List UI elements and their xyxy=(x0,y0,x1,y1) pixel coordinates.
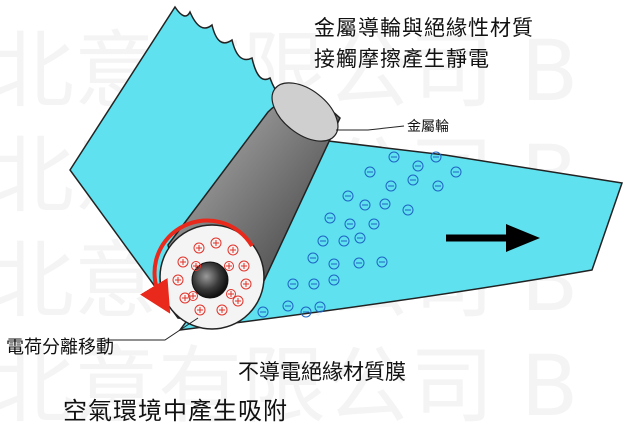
film-label: 不導電絕緣材質膜 xyxy=(238,360,406,384)
negative-charge-icon xyxy=(368,218,380,230)
negative-charge-icon xyxy=(432,180,444,192)
negative-charge-icon xyxy=(300,306,312,318)
positive-charge-icon xyxy=(216,304,228,316)
positive-charge-icon xyxy=(210,237,222,249)
positive-charge-icon xyxy=(224,261,234,271)
positive-charge-icon xyxy=(240,278,252,290)
negative-charge-icon xyxy=(376,256,388,268)
positive-charge-icon xyxy=(172,274,184,286)
positive-charge-icon xyxy=(238,260,250,272)
positive-charges xyxy=(172,237,252,316)
title-line-2: 接觸摩擦產生靜電 xyxy=(314,47,490,71)
negative-charge-icon xyxy=(364,166,376,178)
title-line-1: 金屬導輪與絕緣性材質 xyxy=(314,16,534,40)
metal-roller-far-end xyxy=(271,82,339,142)
negative-charge-icon xyxy=(344,218,356,230)
negative-charge-icon xyxy=(402,204,414,216)
negative-charge-icon xyxy=(317,235,329,247)
negative-charge-icon xyxy=(324,212,336,224)
negative-charge-icon xyxy=(407,174,419,186)
positive-charge-icon xyxy=(232,295,244,307)
negative-charge-icon xyxy=(450,166,462,178)
positive-charge-icon xyxy=(227,244,239,256)
film-rising-sheet xyxy=(69,5,290,321)
negative-charge-icon xyxy=(308,278,320,290)
negative-charge-icon xyxy=(328,258,340,270)
negative-charge-icon xyxy=(307,252,319,264)
negative-charge-icon xyxy=(379,198,391,210)
negative-charge-icon xyxy=(282,300,294,312)
separation-leader-line xyxy=(104,317,199,341)
negative-charge-icon xyxy=(412,160,424,172)
negative-charge-icon xyxy=(342,190,354,202)
negative-charge-icon xyxy=(287,278,299,290)
negative-charge-icon xyxy=(385,180,397,192)
metal-roller-hub xyxy=(191,261,229,299)
charge-separation-label: 電荷分離移動 xyxy=(6,337,114,358)
negative-charges xyxy=(257,151,462,318)
positive-charge-icon xyxy=(193,242,205,254)
positive-charge-icon xyxy=(194,304,206,316)
positive-charge-icon xyxy=(177,256,189,268)
negative-charge-icon xyxy=(359,199,371,211)
negative-charge-icon xyxy=(338,235,350,247)
negative-charge-icon xyxy=(314,301,326,313)
svg-text:北意有限公司 B: 北意有限公司 B xyxy=(0,337,578,432)
positive-charge-icon xyxy=(226,289,236,299)
negative-charge-icon xyxy=(328,274,340,286)
negative-charge-icon xyxy=(354,232,366,244)
negative-charge-icon xyxy=(388,151,400,163)
positive-charge-icon xyxy=(188,291,198,301)
roller-leader-line xyxy=(336,125,405,131)
direction-arrow-icon xyxy=(446,224,540,252)
rotation-arrow-icon xyxy=(140,218,254,314)
air-adsorption-label: 空氣環境中產生吸附 xyxy=(63,397,288,425)
positive-charge-icon xyxy=(191,261,201,271)
negative-charge-icon xyxy=(353,257,365,269)
positive-charge-icon xyxy=(179,292,191,304)
negative-charge-icon xyxy=(257,306,269,318)
negative-charge-icon xyxy=(430,151,442,163)
roller-label: 金屬輪 xyxy=(407,119,449,135)
